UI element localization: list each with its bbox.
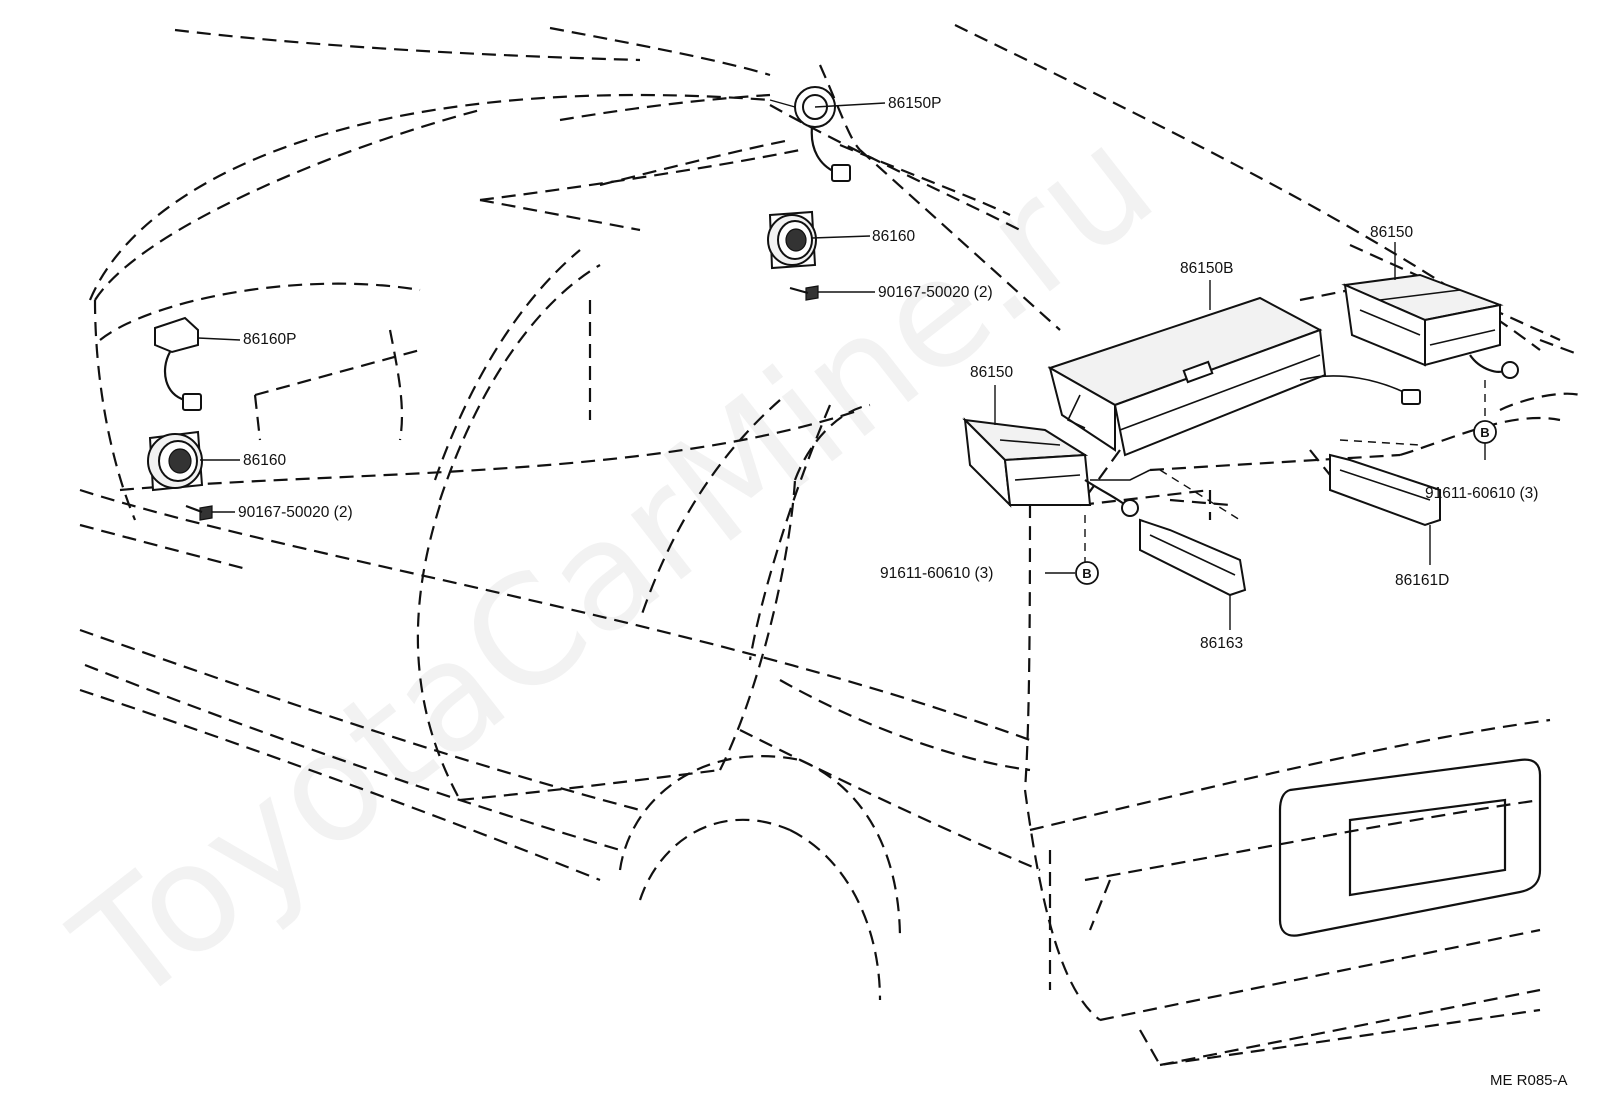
car-body-outline bbox=[79, 24, 1581, 1067]
label-91611-right: 91611-60610 (3) bbox=[1425, 485, 1538, 502]
svg-text:B: B bbox=[1480, 425, 1489, 440]
callout-b-center: B bbox=[1075, 561, 1099, 585]
label-86150B: 86150B bbox=[1180, 260, 1233, 277]
speaker-86160-left bbox=[147, 430, 213, 521]
label-86160P: 86160P bbox=[243, 331, 296, 348]
label-90167-top: 90167-50020 (2) bbox=[878, 284, 993, 301]
label-86150-right: 86150 bbox=[1370, 224, 1413, 241]
label-91611-center: 91611-60610 (3) bbox=[880, 565, 993, 582]
bracket-86161D bbox=[1329, 453, 1441, 565]
label-86161D: 86161D bbox=[1395, 572, 1449, 589]
label-86150-center: 86150 bbox=[970, 364, 1013, 381]
label-90167-left: 90167-50020 (2) bbox=[238, 504, 353, 521]
watermark: ToyotaCarMine.ru bbox=[44, 94, 1185, 1038]
tweeter-86150P bbox=[769, 86, 851, 182]
diagram-code: ME R085-A bbox=[1490, 1072, 1568, 1089]
label-86163: 86163 bbox=[1200, 635, 1243, 652]
connector-86160P bbox=[154, 316, 202, 411]
svg-text:B: B bbox=[1082, 566, 1091, 581]
speaker-86160-top bbox=[767, 210, 819, 301]
callout-b-right: B bbox=[1473, 420, 1497, 444]
amplifier-86150-center bbox=[962, 385, 1151, 517]
label-86160-left: 86160 bbox=[243, 452, 286, 469]
bracket-86163 bbox=[1139, 518, 1247, 630]
leader-lines bbox=[197, 102, 1486, 574]
label-86150P: 86150P bbox=[888, 95, 941, 112]
amplifier-86150-right bbox=[1341, 242, 1519, 379]
label-86160-top: 86160 bbox=[872, 228, 915, 245]
box-86150B bbox=[1047, 280, 1421, 457]
